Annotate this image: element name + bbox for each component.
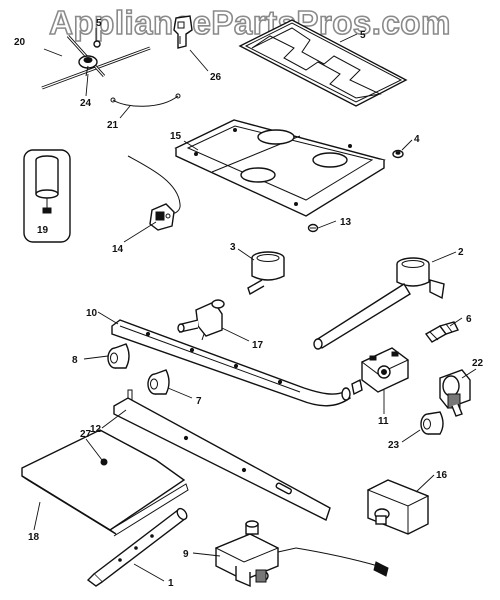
part-manifold-pipe[interactable] xyxy=(111,319,363,407)
callout-2: 2 xyxy=(458,247,464,258)
callout-labels: 20 5 24 26 5 21 15 4 13 14 19 3 2 6 10 1… xyxy=(14,18,484,589)
part-valve-block[interactable] xyxy=(366,479,430,535)
part-burner-box[interactable] xyxy=(174,119,386,217)
callout-20: 20 xyxy=(14,37,26,48)
part-thermostat-box[interactable] xyxy=(23,149,71,243)
callout-8: 8 xyxy=(72,355,78,366)
part-orifice-fitting[interactable] xyxy=(424,321,459,343)
part-screw-4[interactable] xyxy=(392,149,404,159)
callout-16: 16 xyxy=(436,470,448,481)
part-bracket-rail[interactable] xyxy=(113,389,331,521)
callout-9: 9 xyxy=(183,549,189,560)
part-igniter[interactable] xyxy=(127,155,181,231)
part-burner-3[interactable] xyxy=(247,251,285,296)
part-grate-star[interactable] xyxy=(41,34,151,90)
part-heat-shield[interactable] xyxy=(21,429,189,537)
callout-15: 15 xyxy=(170,131,182,142)
part-bracket[interactable] xyxy=(173,15,193,49)
callout-4: 4 xyxy=(414,134,420,145)
callout-27: 27 xyxy=(80,429,92,440)
callout-7: 7 xyxy=(196,396,202,407)
callout-26: 26 xyxy=(210,72,222,83)
callout-25: 5 xyxy=(96,18,102,29)
part-knob-8[interactable] xyxy=(107,343,130,369)
leader-lines xyxy=(33,28,477,582)
part-burner-2[interactable] xyxy=(313,257,445,350)
part-wire-clip[interactable] xyxy=(110,93,181,107)
callout-12: 12 xyxy=(90,424,102,435)
callout-11: 11 xyxy=(378,416,389,427)
watermark-text: AppliancePartsPros.com xyxy=(48,3,451,42)
callout-17: 17 xyxy=(252,340,264,351)
callout-10: 10 xyxy=(86,308,98,319)
part-screw-13[interactable] xyxy=(307,223,319,233)
part-bake-burner-tube[interactable] xyxy=(86,507,189,587)
callout-23: 23 xyxy=(388,440,400,451)
callout-6: 6 xyxy=(466,314,472,325)
callout-24: 24 xyxy=(80,98,92,109)
callout-18: 18 xyxy=(28,532,40,543)
callout-21: 21 xyxy=(107,120,119,131)
callout-1: 1 xyxy=(168,578,174,589)
part-regulator[interactable] xyxy=(361,347,409,393)
callout-22: 22 xyxy=(472,358,484,369)
callout-13: 13 xyxy=(340,217,352,228)
callout-3: 3 xyxy=(230,242,236,253)
callout-19: 19 xyxy=(37,225,49,236)
part-knob-23[interactable] xyxy=(420,411,444,435)
callout-5: 5 xyxy=(360,30,366,41)
callout-14: 14 xyxy=(112,244,124,255)
part-safety-valve[interactable] xyxy=(439,369,471,417)
part-knob-7[interactable] xyxy=(147,369,170,395)
part-valve-elbow[interactable] xyxy=(177,299,225,341)
part-oven-valve[interactable] xyxy=(214,520,389,588)
part-burner-grate[interactable] xyxy=(238,19,408,107)
